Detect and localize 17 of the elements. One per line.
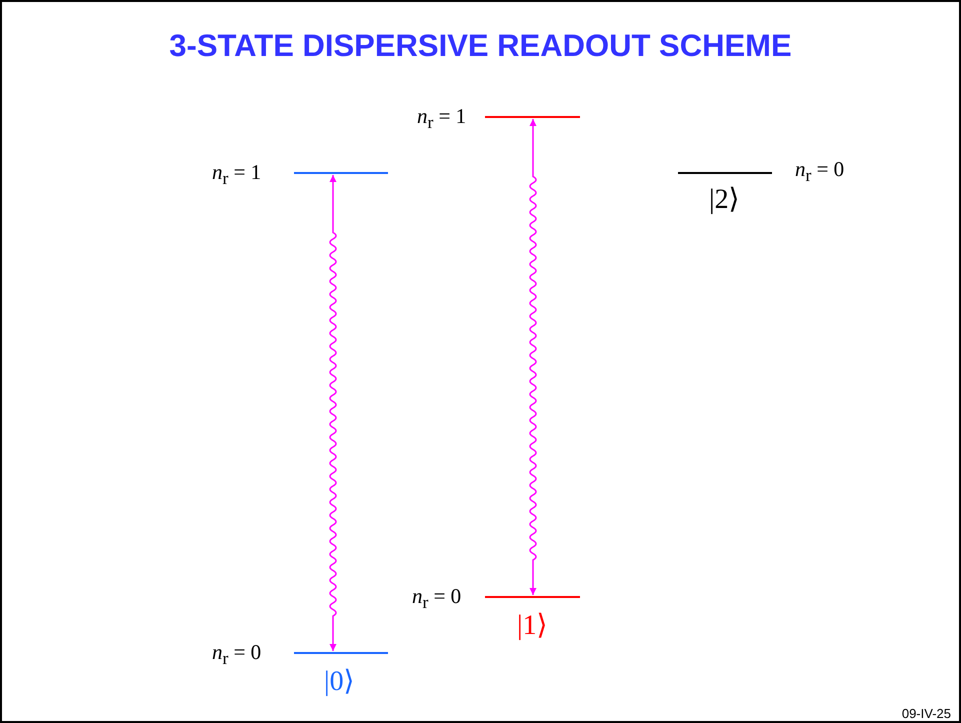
state-label: |0⟩ — [324, 666, 355, 698]
state-label: |1⟩ — [517, 610, 548, 642]
photon-number-label: n$_{r}$ = 1 — [417, 104, 466, 134]
title: 3-STATE DISPERSIVE READOUT SCHEME — [168, 28, 793, 64]
photon-number-label: n$_{r}$ = 0 — [412, 584, 462, 614]
energy-level-line — [678, 172, 772, 174]
energy-level-line — [485, 116, 580, 118]
date-note: 09-IV-25 — [902, 706, 951, 721]
wavy-arrow — [330, 175, 337, 651]
photon-number-label: n$_{r}$ = 0 — [795, 157, 844, 188]
wavy-arrow — [530, 119, 537, 595]
energy-level-line — [294, 172, 388, 174]
energy-level-line — [294, 652, 388, 654]
photon-number-label: n$_{r}$ = 0 — [212, 640, 262, 670]
state-label: |2⟩ — [709, 184, 740, 216]
energy-level-line — [485, 596, 580, 598]
photon-number-label: n$_{r}$ = 1 — [212, 160, 262, 190]
